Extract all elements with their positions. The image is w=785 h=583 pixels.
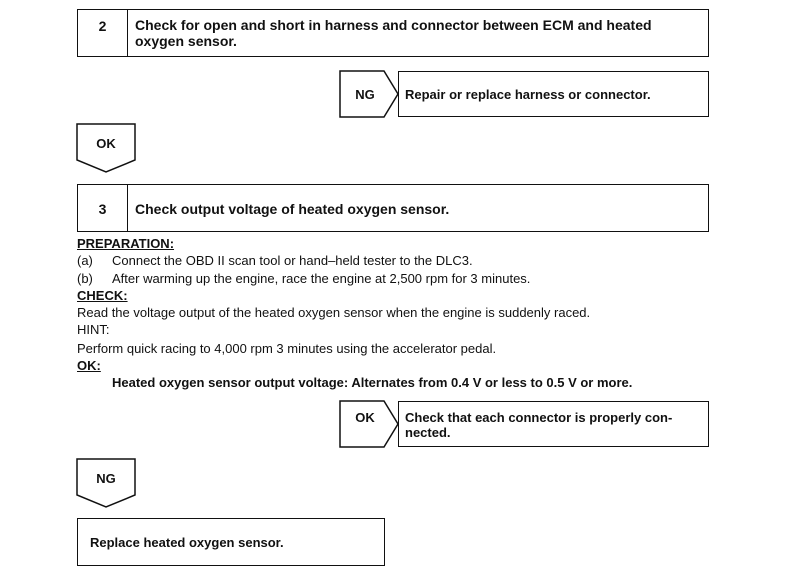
step-3-ok-action: Check that each connector is properly co… [405,410,673,440]
step-2-ng-action-box: Repair or replace harness or connector. [398,71,709,117]
preparation-heading: PREPARATION: [77,236,175,251]
step-2-ok-arrow [76,123,136,173]
step-2-title: Check for open and short in harness and … [135,17,652,49]
step-2-number: 2 [98,18,107,34]
step-2-ng-action: Repair or replace harness or connector. [405,87,651,102]
step-2-ng-arrow [339,70,399,118]
step-3-number-cell: 3 [78,185,128,231]
prep-item-b-text: After warming up the engine, race the en… [112,271,531,286]
check-heading: CHECK: [77,288,128,303]
step-3-title: Check output voltage of heated oxygen se… [135,201,450,217]
hint-text: Perform quick racing to 4,000 rpm 3 minu… [77,341,497,356]
step-3-ok-arrow [339,400,399,448]
check-text: Read the voltage output of the heated ox… [77,305,591,320]
step-3-ng-label: NG [96,471,116,486]
step-3-box: 3 Check output voltage of heated oxygen … [77,184,709,232]
step-2-number-cell: 2 [78,10,128,56]
ok-spec: Heated oxygen sensor output voltage: Alt… [112,375,633,390]
step-3-ok-label: OK [355,410,375,425]
step-2-ok-label: OK [96,136,116,151]
final-action: Replace heated oxygen sensor. [90,535,284,550]
ok-heading: OK: [77,358,101,373]
prep-item-b-marker: (b) [77,271,93,286]
hint-heading: HINT: [77,322,110,337]
step-3-number: 3 [98,201,107,217]
prep-item-a-text: Connect the OBD II scan tool or hand–hel… [112,253,473,268]
final-action-box: Replace heated oxygen sensor. [77,518,385,566]
step-3-ng-arrow [76,458,136,508]
step-2-ng-label: NG [355,87,375,102]
prep-item-a-marker: (a) [77,253,93,268]
step-2-box: 2 Check for open and short in harness an… [77,9,709,57]
step-3-ok-action-box: Check that each connector is properly co… [398,401,709,447]
